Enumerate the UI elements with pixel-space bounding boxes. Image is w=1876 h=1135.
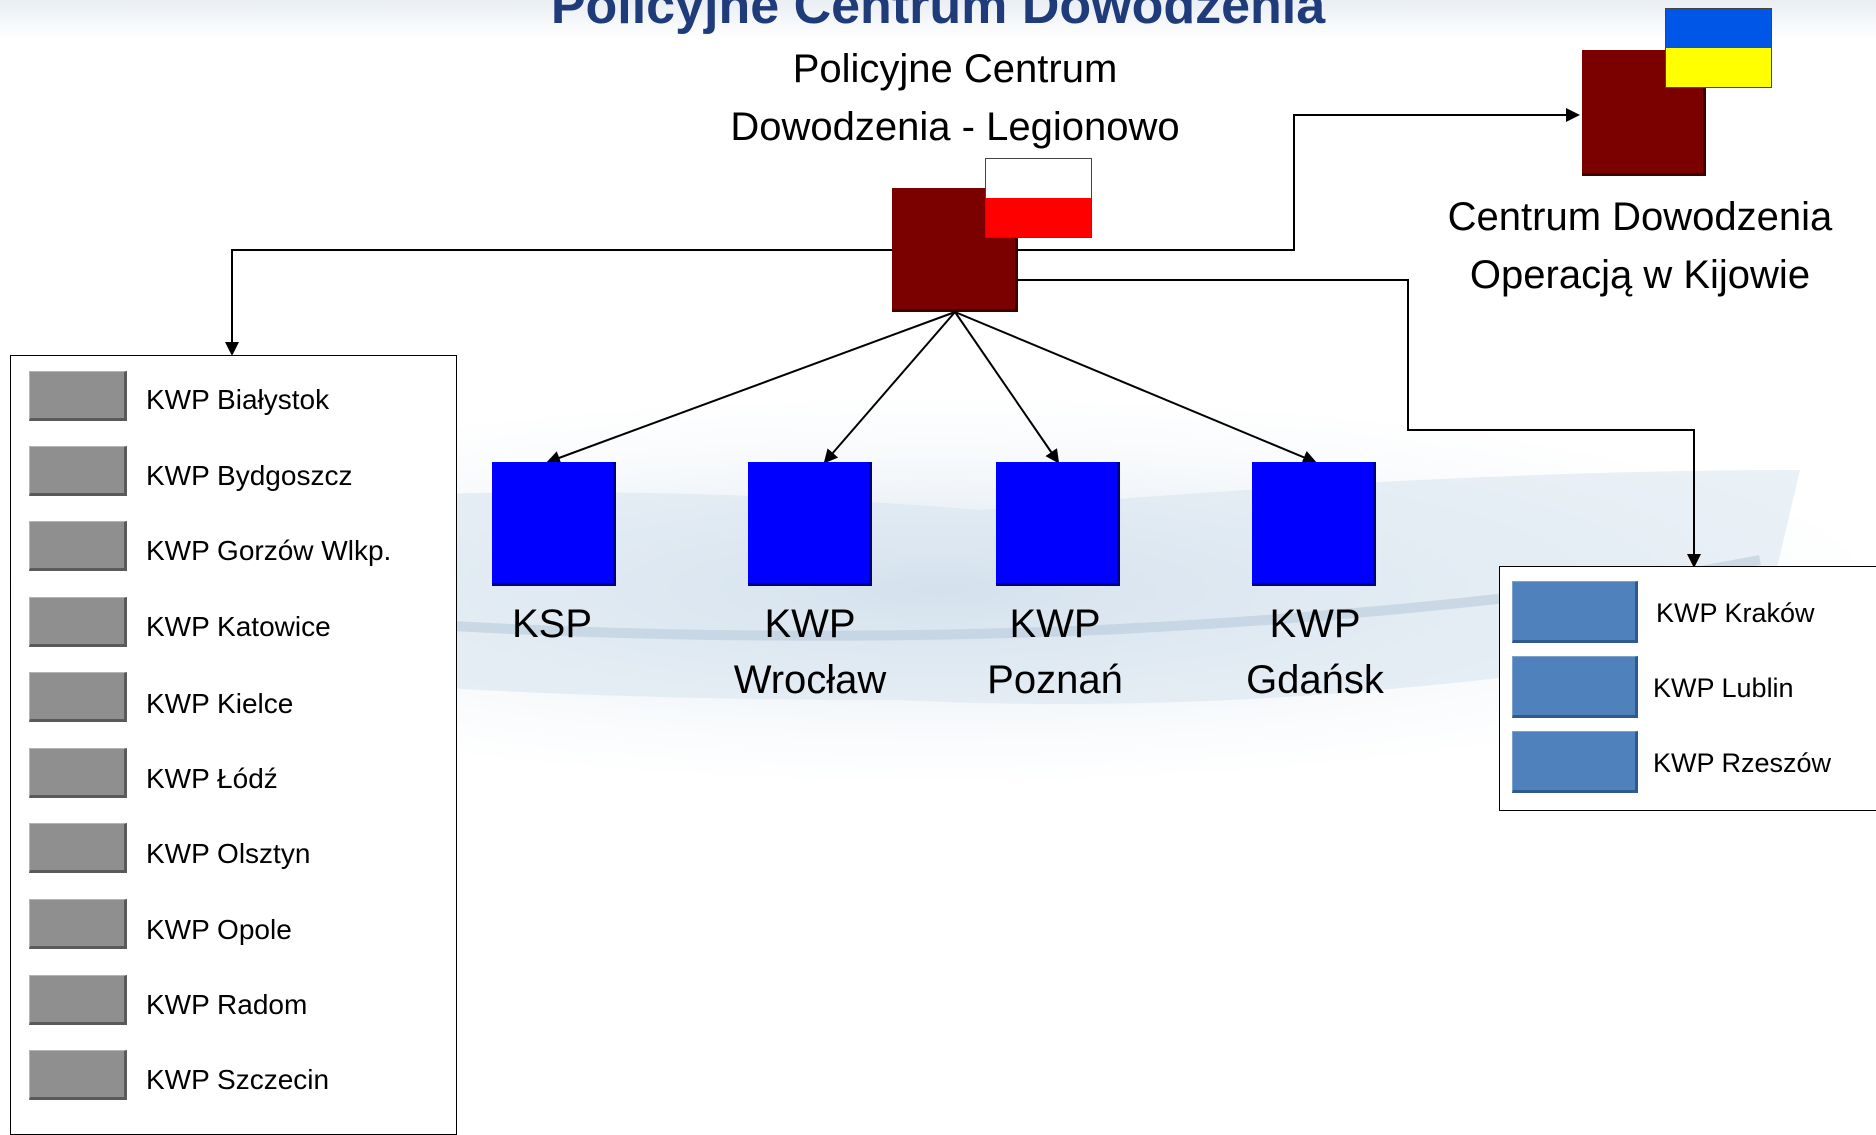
flag-stripe-bottom: [1666, 48, 1771, 87]
unit-name: KWP Opole: [146, 914, 292, 945]
hub-label: Policyjne Centrum Dowodzenia - Legionowo: [640, 40, 1270, 156]
unit-label-line1: KWP: [1009, 602, 1101, 646]
unit-chip[interactable]: [29, 371, 127, 421]
unit-name: KWP Bydgoszcz: [146, 460, 353, 491]
unit-node-gdansk[interactable]: [1252, 462, 1376, 586]
unit-label-line2: Gdańsk: [1246, 658, 1384, 702]
unit-name: KWP Lublin: [1653, 673, 1794, 703]
unit-label-gdansk: KWP Gdańsk: [1205, 596, 1425, 708]
kyiv-label-line1: Centrum Dowodzenia: [1447, 195, 1833, 239]
page-title: Policyjne Centrum Dowodzenia: [550, 0, 1326, 35]
unit-chip[interactable]: [29, 597, 127, 647]
unit-chip[interactable]: [29, 1050, 127, 1100]
connector-to-kyiv: [1018, 108, 1580, 251]
unit-name: KWP Łódź: [146, 763, 278, 794]
unit-name: KWP Kielce: [146, 688, 294, 719]
unit-chip[interactable]: [1512, 581, 1638, 643]
unit-name: KWP Szczecin: [146, 1064, 330, 1095]
ukraine-flag-icon: [1665, 8, 1772, 88]
unit-chip[interactable]: [29, 823, 127, 873]
unit-name: KWP Białystok: [146, 384, 330, 415]
connector-to-gdansk: [954, 311, 1317, 464]
unit-chip[interactable]: [29, 521, 127, 571]
flag-stripe-top: [986, 159, 1091, 198]
unit-label-line1: KWP: [1269, 602, 1361, 646]
unit-label-line2: Wrocław: [733, 658, 887, 702]
unit-name: KWP Kraków: [1656, 598, 1815, 628]
unit-label-line1: KSP: [511, 602, 593, 646]
unit-chip[interactable]: [29, 748, 127, 798]
unit-chip[interactable]: [1512, 656, 1638, 718]
hub-label-line2: Dowodzenia - Legionowo: [730, 105, 1180, 149]
unit-name: KWP Katowice: [146, 611, 331, 642]
unit-label-wroclaw: KWP Wrocław: [700, 596, 920, 708]
hub-label-line1: Policyjne Centrum: [792, 47, 1118, 91]
unit-name: KWP Radom: [146, 989, 308, 1020]
unit-name: KWP Rzeszów: [1653, 748, 1832, 778]
connector-to-wroclaw: [823, 311, 956, 464]
unit-name: KWP Olsztyn: [146, 838, 311, 869]
connector-to-right-panel: [1018, 279, 1701, 568]
connector-to-ksp: [546, 311, 956, 465]
unit-chip[interactable]: [29, 975, 127, 1025]
unit-chip[interactable]: [1512, 731, 1638, 793]
unit-chip[interactable]: [29, 446, 127, 496]
unit-label-ksp: KSP: [442, 596, 662, 652]
flag-stripe-bottom: [986, 198, 1091, 237]
unit-label-line1: KWP: [764, 602, 856, 646]
unit-chip[interactable]: [29, 672, 127, 722]
unit-label-line2: Poznań: [987, 658, 1123, 702]
unit-node-wroclaw[interactable]: [748, 462, 872, 586]
kyiv-label: Centrum Dowodzenia Operacją w Kijowie: [1400, 188, 1876, 304]
unit-label-poznan: KWP Poznań: [945, 596, 1165, 708]
poland-flag-icon: [985, 158, 1092, 238]
unit-node-ksp[interactable]: [492, 462, 616, 586]
unit-chip[interactable]: [29, 899, 127, 949]
flag-stripe-top: [1666, 9, 1771, 48]
connector-to-poznan: [954, 311, 1060, 464]
unit-node-poznan[interactable]: [996, 462, 1120, 586]
connector-to-left-panel: [225, 249, 892, 356]
unit-name: KWP Gorzów Wlkp.: [146, 535, 392, 566]
kyiv-label-line2: Operacją w Kijowie: [1469, 253, 1811, 297]
